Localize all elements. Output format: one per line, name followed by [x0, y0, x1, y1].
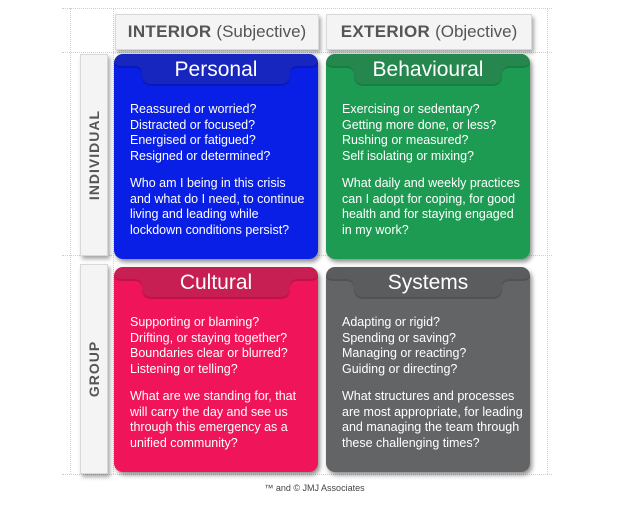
reflection-line: through this emergency as a	[130, 420, 288, 434]
quadrant-body: Exercising or sedentary? Getting more do…	[342, 102, 520, 238]
quadrant-title: Personal	[174, 58, 258, 81]
reflection-line: What daily and weekly practices	[342, 176, 520, 190]
quadrant-reflection: What are we standing for, that will carr…	[130, 389, 308, 451]
question-line: Exercising or sedentary?	[342, 102, 480, 116]
quadrant-questions: Reassured or worried? Distracted or focu…	[130, 102, 308, 164]
quadrant-questions: Adapting or rigid? Spending or saving? M…	[342, 315, 520, 377]
question-line: Distracted or focused?	[130, 117, 256, 132]
question-line: Guiding or directing?	[342, 361, 458, 376]
guide-line	[62, 474, 552, 475]
quadrant-behavioural: Behavioural Exercising or sedentary? Get…	[326, 54, 530, 259]
reflection-line: are most appropriate, for leading	[342, 404, 523, 419]
question-line: Self isolating or mixing?	[342, 148, 475, 163]
column-header-bold: INTERIOR	[127, 22, 212, 41]
quadrant-questions: Supporting or blaming? Drifting, or stay…	[130, 315, 308, 377]
reflection-line: and managing the team through	[342, 420, 520, 434]
quadrant-systems: Systems Adapting or rigid? Spending or s…	[326, 267, 530, 472]
quadrant-reflection: What structures and processes are most a…	[342, 389, 523, 451]
quadrant-reflection: Who am I being in this crisis and what d…	[130, 176, 308, 238]
question-line: Getting more done, or less?	[342, 117, 497, 132]
quadrant-title: Systems	[387, 271, 469, 294]
quadrant-body: Supporting or blaming? Drifting, or stay…	[130, 315, 308, 451]
question-line: Supporting or blaming?	[130, 315, 260, 329]
copyright-footer: ™ and © JMJ Associates	[264, 483, 365, 493]
quadrant-cultural: Cultural Supporting or blaming? Drifting…	[114, 267, 318, 472]
reflection-line: living and leading while	[130, 207, 259, 221]
column-header-sub: (Objective)	[435, 22, 518, 41]
reflection-line: unified community?	[130, 435, 238, 450]
reflection-line: and what do I need, to continue	[130, 191, 305, 206]
column-header-interior: INTERIOR (Subjective)	[115, 14, 319, 50]
question-line: Spending or saving?	[342, 330, 456, 345]
guide-line	[62, 52, 552, 53]
quadrant-title: Cultural	[179, 271, 253, 294]
column-header-sub: (Subjective)	[216, 22, 307, 41]
quadrant-title-tab	[326, 267, 530, 299]
quadrant-questions: Exercising or sedentary? Getting more do…	[342, 102, 520, 164]
question-line: Resigned or determined?	[130, 148, 271, 163]
quadrant-title: Behavioural	[372, 58, 484, 81]
reflection-line: will carry the day and see us	[130, 404, 288, 419]
question-line: Rushing or measured?	[342, 133, 469, 147]
reflection-line: these challenging times?	[342, 435, 480, 450]
quadrant-reflection: What daily and weekly practices can I ad…	[342, 176, 520, 238]
reflection-line: lockdown conditions persist?	[130, 222, 290, 237]
question-line: Boundaries clear or blurred?	[130, 346, 288, 360]
quadrant-title-tab	[326, 54, 530, 86]
question-line: Energised or fatigued?	[130, 133, 256, 147]
question-line: Listening or telling?	[130, 361, 238, 376]
column-header-exterior: EXTERIOR (Objective)	[326, 14, 532, 50]
question-line: Reassured or worried?	[130, 102, 257, 116]
row-header-label: INDIVIDUAL	[86, 109, 102, 201]
guide-line	[547, 8, 548, 474]
quadrant-personal: Personal Reassured or worried? Distracte…	[114, 54, 318, 259]
quadrant-title-tab	[114, 54, 318, 86]
quadrant-body: Reassured or worried? Distracted or focu…	[130, 102, 308, 238]
reflection-line: What are we standing for, that	[130, 389, 297, 403]
row-header-label: GROUP	[86, 340, 102, 398]
guide-line	[113, 8, 114, 474]
row-header-group: GROUP	[80, 264, 108, 474]
guide-line	[70, 8, 71, 474]
quadrant-body: Adapting or rigid? Spending or saving? M…	[342, 315, 523, 451]
reflection-line: can I adopt for coping, for good	[342, 191, 516, 206]
question-line: Adapting or rigid?	[342, 315, 440, 329]
guide-line	[62, 8, 552, 9]
question-line: Managing or reacting?	[342, 346, 467, 360]
reflection-line: Who am I being in this crisis	[130, 176, 286, 190]
reflection-line: health and for staying engaged	[342, 207, 514, 221]
column-header-bold: EXTERIOR	[340, 22, 431, 41]
reflection-line: What structures and processes	[342, 389, 515, 403]
question-line: Drifting, or staying together?	[130, 330, 288, 345]
quadrant-title-tab	[114, 267, 318, 299]
row-header-individual: INDIVIDUAL	[80, 54, 108, 256]
reflection-line: in my work?	[342, 222, 409, 237]
